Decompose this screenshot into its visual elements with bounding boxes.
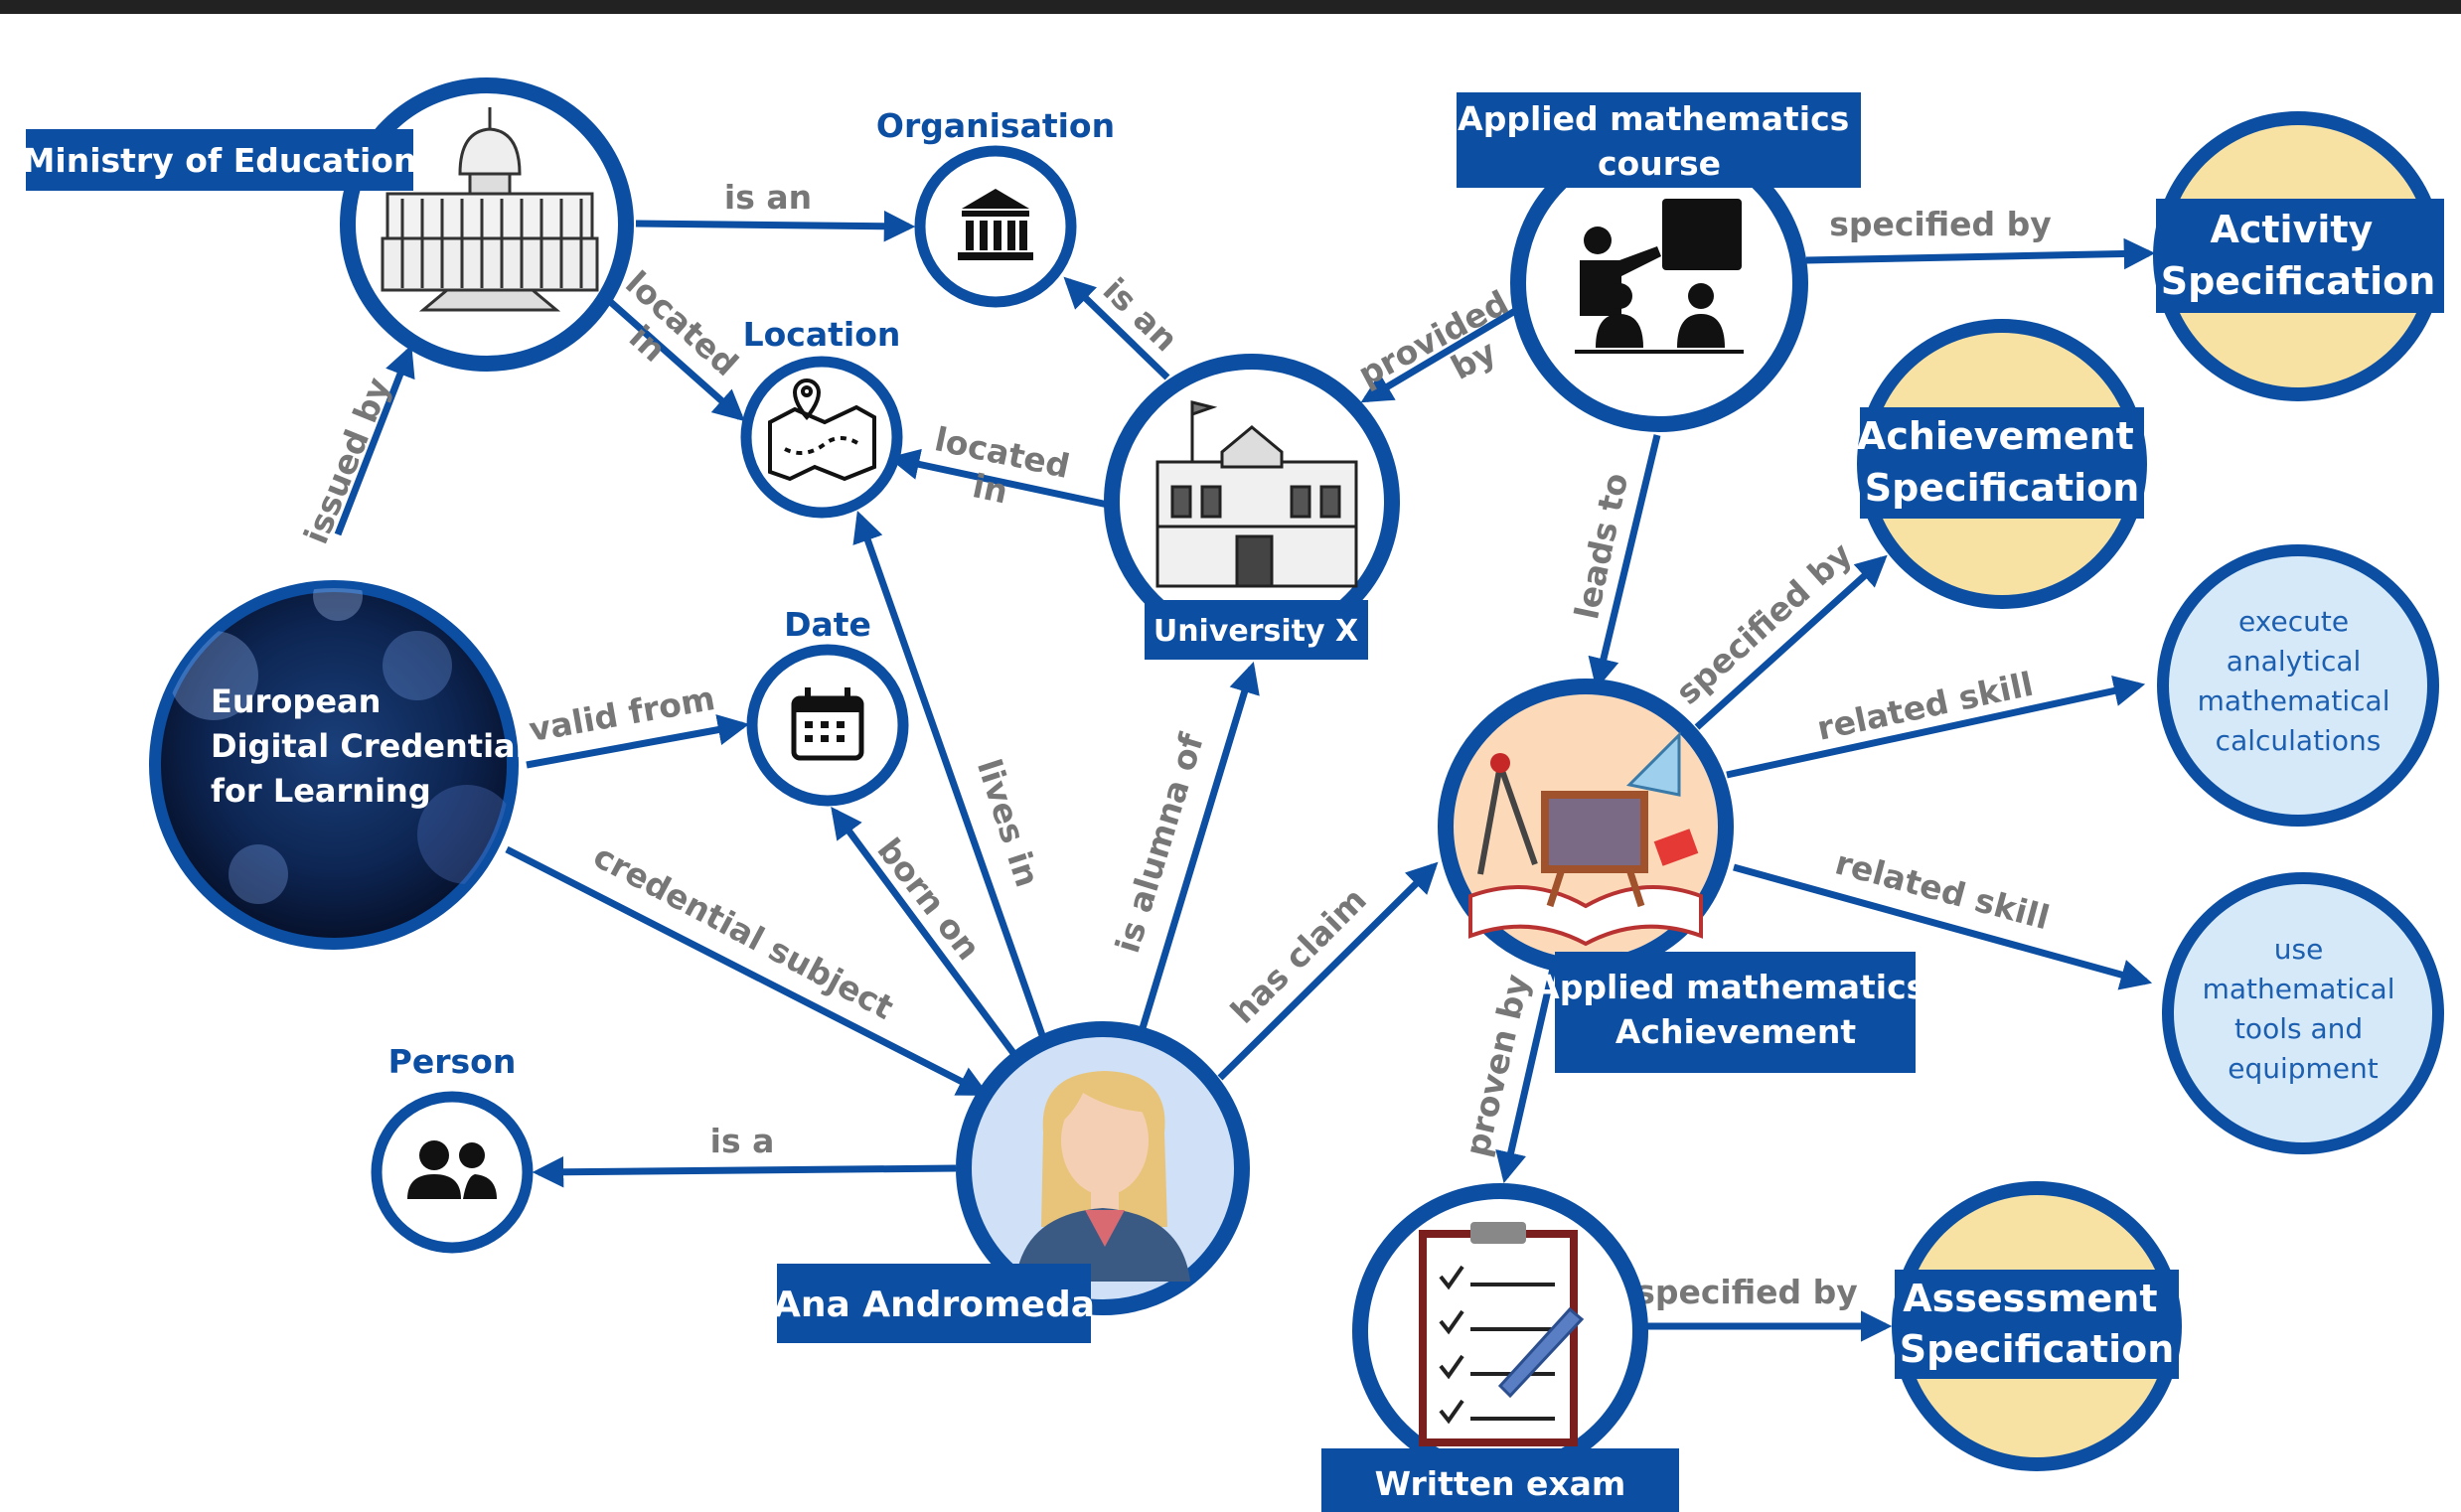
edge-course-activity-spec [1805, 237, 2156, 270]
edge-university-organisation [1063, 276, 1170, 380]
node-course: Applied mathematics course [1457, 92, 1861, 432]
capitol-building-icon [381, 107, 599, 312]
edge-achievement-skill1 [1726, 675, 2146, 779]
edge-label-activity-specified-by: specified by [1829, 205, 2052, 243]
node-skill-2: use mathematical tools and equipment [2162, 872, 2444, 1154]
university-building-icon [1155, 400, 1358, 588]
edge-label-leads-to: leads to [1567, 470, 1635, 623]
edge-ana-person [532, 1156, 957, 1188]
edge-label-credential-subject: credential subject [587, 836, 900, 1027]
node-achievement: Applied mathematics Achievement [1438, 679, 1937, 1073]
edge-label-is-a: is a [710, 1122, 775, 1160]
node-skill-1: execute analytical mathematical calculat… [2157, 544, 2439, 827]
edge-ana-location [852, 511, 1047, 1040]
node-ana: Ana Andromeda [773, 1021, 1250, 1343]
node-edc: European Digital Credentials for Learnin… [149, 580, 556, 950]
node-ministry: Ministry of Education [23, 77, 634, 372]
node-ministry-label: Ministry of Education [23, 141, 417, 180]
node-skill-2-label: use mathematical tools and equipment [2203, 933, 2404, 1085]
node-person: Person [371, 1042, 534, 1254]
node-location: Location [740, 315, 903, 519]
edge-ministry-location [603, 295, 745, 422]
node-university: University X [1104, 354, 1400, 660]
checklist-clipboard-icon [1419, 1222, 1585, 1446]
edge-label-achievement-specified-by: specified by [1668, 534, 1859, 712]
calendar-icon [791, 687, 864, 761]
edge-label-born-on: born on [869, 831, 988, 967]
node-date: Date [746, 605, 909, 807]
map-icon [768, 378, 876, 482]
bokeh-lights [169, 588, 511, 904]
node-assessment-spec: Assessment Specification [1892, 1181, 2182, 1471]
edge-course-achievement [1588, 434, 1661, 690]
edge-label-issued-by: issued by [296, 372, 397, 548]
edges [334, 210, 2156, 1342]
teacher-classroom-icon [1575, 199, 1744, 354]
node-organisation: Organisation [876, 106, 1115, 308]
node-person-label: Person [388, 1042, 517, 1081]
edge-label-university-is-an: is an [1096, 270, 1186, 359]
node-university-label: University X [1154, 614, 1358, 649]
node-skill-1-label: execute analytical mathematical calculat… [2198, 605, 2399, 757]
node-organisation-label: Organisation [876, 106, 1115, 145]
edge-ana-achievement [1217, 861, 1439, 1081]
edge-ministry-organisation [635, 210, 916, 242]
node-date-label: Date [784, 605, 871, 644]
node-course-label: Applied mathematics course [1458, 99, 1861, 183]
edge-edc-date [526, 714, 750, 769]
edge-label-proven-by: proven by [1458, 971, 1537, 1160]
node-exam-label: Written exam [1375, 1464, 1626, 1503]
edge-ana-university [1139, 661, 1260, 1030]
edge-university-location [887, 448, 1109, 509]
node-location-label: Location [743, 315, 901, 354]
node-achievement-spec-label: Achievement Specification [1857, 414, 2147, 510]
woman-avatar-icon [1015, 1071, 1190, 1282]
edge-achievement-exam [1495, 968, 1557, 1184]
node-exam: Written exam [1321, 1183, 1679, 1512]
edge-edc-ministry [334, 345, 415, 536]
edge-achievement-spec [1694, 554, 1888, 730]
node-achievement-spec: Achievement Specification [1857, 319, 2147, 609]
node-ana-label: Ana Andromeda [773, 1285, 1095, 1325]
top-bar [0, 0, 2461, 14]
node-activity-spec: Activity Specification [2153, 111, 2444, 401]
edge-ana-date [831, 806, 1016, 1056]
node-achievement-label: Applied mathematics Achievement [1534, 968, 1937, 1051]
edge-label-has-claim: has claim [1223, 880, 1374, 1031]
edge-label-ministry-is-an: is an [724, 178, 812, 217]
node-activity-spec-label: Activity Specification [2161, 208, 2436, 303]
people-icon [407, 1140, 497, 1199]
node-assessment-spec-label: Assessment Specification [1900, 1277, 2175, 1371]
edge-edc-ana [505, 845, 990, 1097]
edge-label-assessment-specified-by: specified by [1635, 1273, 1858, 1311]
drawing-tools-icon [1468, 731, 1703, 947]
edge-course-university [1360, 304, 1522, 403]
institution-icon [958, 189, 1033, 260]
node-edc-label: European Digital Credentials for Learnin… [211, 682, 556, 810]
edge-achievement-skill2 [1733, 863, 2153, 990]
